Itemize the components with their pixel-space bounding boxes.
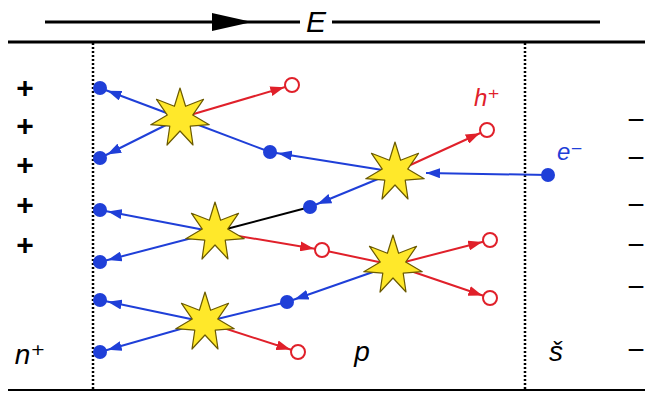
carrier-label: h⁺: [474, 86, 500, 110]
charge-sign: −: [627, 335, 645, 365]
charge-sign: −: [627, 272, 645, 302]
carrier-label: e⁻: [557, 140, 583, 164]
carrier-trajectories: [100, 85, 548, 352]
region-label: n⁺: [15, 341, 45, 369]
charge-sign: +: [16, 150, 34, 180]
bottom-border: [8, 389, 645, 391]
charge-sign: +: [16, 230, 34, 260]
electron-dot: [93, 81, 555, 359]
impact-ionization-star: [151, 88, 424, 349]
region-label: p: [354, 338, 370, 366]
charge-sign: −: [627, 143, 645, 173]
charge-sign: −: [627, 105, 645, 135]
charge-sign: −: [627, 190, 645, 220]
charge-sign: −: [627, 230, 645, 260]
junction-boundary: [524, 43, 527, 389]
field-label: E: [303, 7, 329, 37]
charge-sign: +: [16, 190, 34, 220]
charge-sign: +: [16, 111, 34, 141]
region-label: š: [549, 338, 563, 366]
top-border: [8, 41, 645, 44]
charge-sign: +: [16, 73, 34, 103]
hole-circle: [285, 78, 497, 359]
junction-boundary: [92, 43, 95, 389]
